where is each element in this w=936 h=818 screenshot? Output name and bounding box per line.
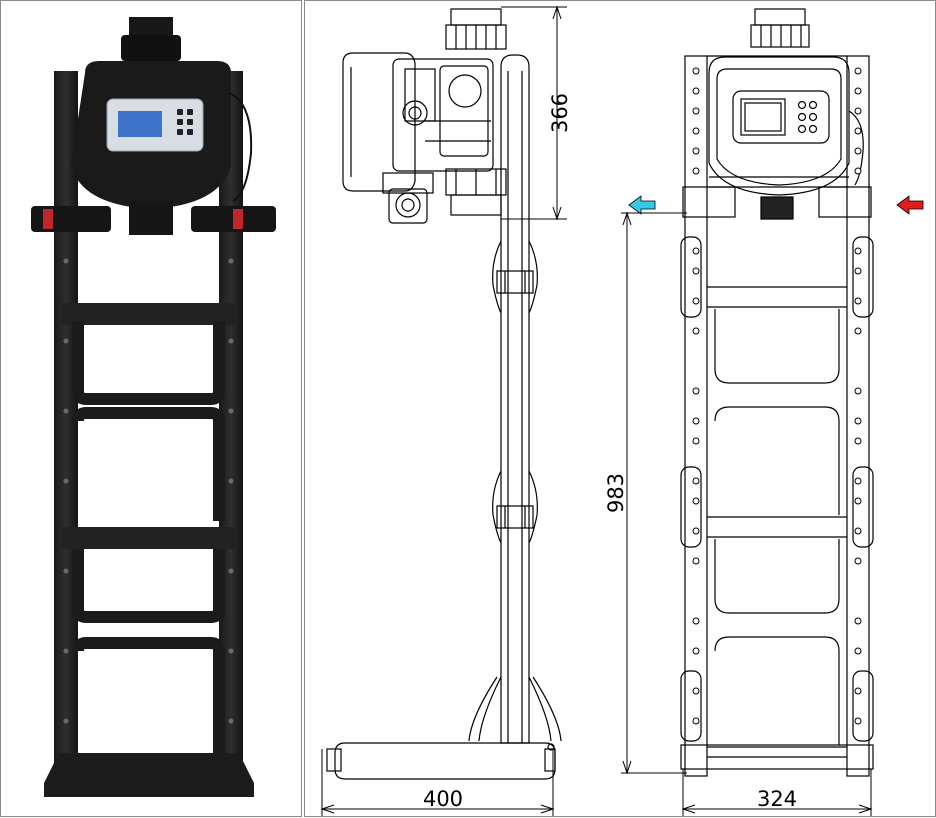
dimension-label-983: 983	[604, 473, 628, 513]
drawing-panel: 366 400	[304, 0, 936, 817]
technical-drawing: 366 400	[320, 5, 924, 816]
photo-panel	[0, 0, 302, 817]
base-plate	[44, 753, 254, 797]
outlet-arrow	[628, 195, 656, 215]
dimension-983	[621, 211, 687, 775]
front-view	[680, 8, 874, 777]
rung	[61, 303, 236, 325]
lcd-screen	[118, 111, 162, 137]
inlet-arrow	[896, 195, 924, 215]
dimension-366	[501, 5, 567, 221]
left-rail	[54, 71, 78, 791]
dimension-label-324: 324	[757, 787, 797, 811]
rung	[61, 527, 236, 549]
side-view	[326, 8, 562, 780]
dimension-400	[320, 749, 555, 816]
dimension-324	[681, 769, 873, 816]
dimension-label-400: 400	[423, 787, 463, 811]
rail-holes	[692, 67, 862, 725]
dimension-label-366: 366	[548, 93, 572, 133]
stand-photo	[31, 17, 276, 797]
